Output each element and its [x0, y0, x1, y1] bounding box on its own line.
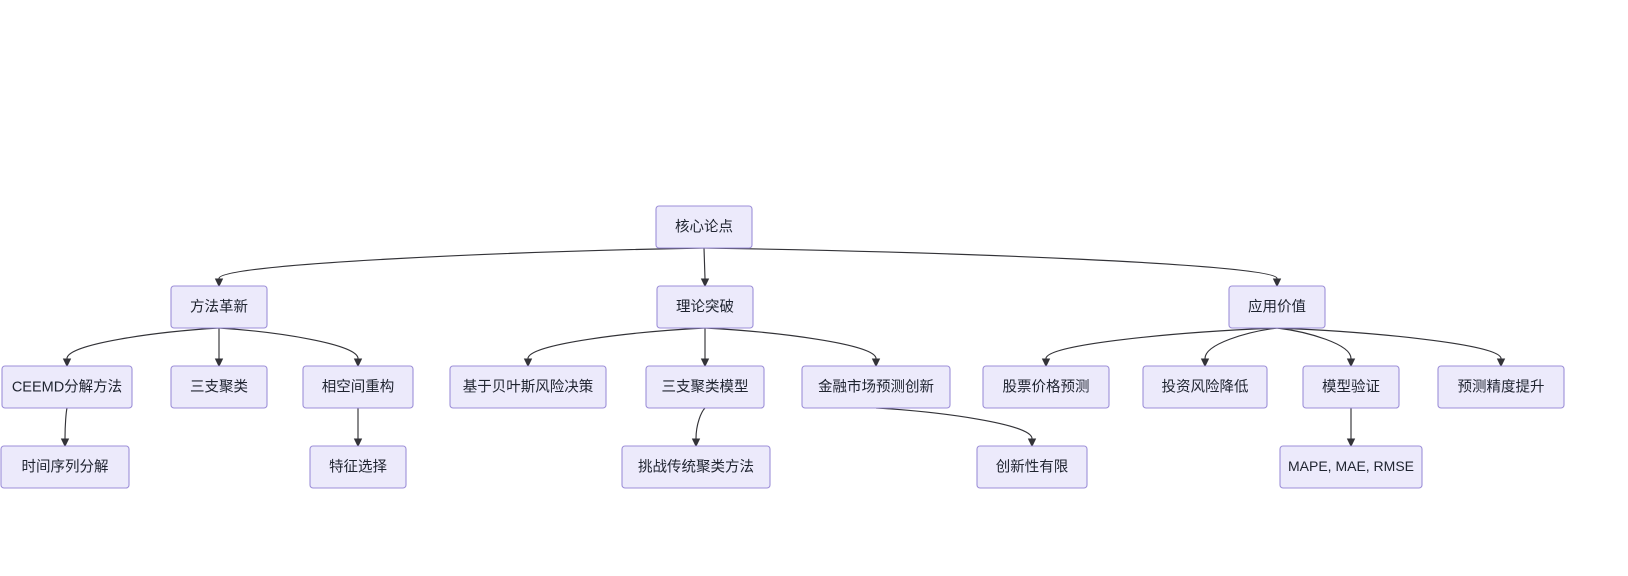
node-l2i[interactable]: 模型验证 [1302, 365, 1400, 409]
node-l2j[interactable]: 预测精度提升 [1437, 365, 1565, 409]
node-box[interactable] [309, 445, 407, 489]
edge-l1a-to-l2a [62, 327, 220, 368]
node-l2h[interactable]: 投资风险降低 [1142, 365, 1268, 409]
node-box[interactable] [0, 445, 130, 489]
node-box[interactable] [801, 365, 951, 409]
node-box[interactable] [621, 445, 771, 489]
node-box[interactable] [656, 285, 754, 329]
node-l3a[interactable]: 时间序列分解 [0, 445, 130, 489]
edge-l1c-to-l2i [1276, 327, 1356, 368]
edge-l2e-to-l3c [691, 407, 706, 448]
node-l2c[interactable]: 相空间重构 [302, 365, 414, 409]
node-box[interactable] [302, 365, 414, 409]
node-box[interactable] [1279, 445, 1423, 489]
edge-l1b-to-l2d [523, 327, 706, 368]
node-l2g[interactable]: 股票价格预测 [982, 365, 1110, 409]
edge-root-to-l1a [214, 247, 705, 288]
node-l2d[interactable]: 基于贝叶斯风险决策 [449, 365, 607, 409]
node-box[interactable] [976, 445, 1088, 489]
node-l3e[interactable]: MAPE, MAE, RMSE [1279, 445, 1423, 489]
node-l1b[interactable]: 理论突破 [656, 285, 754, 329]
node-l2b[interactable]: 三支聚类 [170, 365, 268, 409]
edge-l1c-to-l2g [1041, 327, 1278, 368]
node-layer: 核心论点方法革新 理论突破 应用价值 CEEMD分解方法三支聚类相空间重构基于贝叶斯风… [0, 205, 1565, 489]
edge-l2a-to-l3a [60, 407, 70, 448]
node-l1a[interactable]: 方法革新 [170, 285, 268, 329]
edge-l1a-to-l2c [218, 327, 363, 368]
edge-l2f-to-l3d [875, 407, 1037, 448]
node-l2e[interactable]: 三支聚类模型 [645, 365, 765, 409]
node-box[interactable] [170, 365, 268, 409]
edge-layer [60, 247, 1506, 448]
node-box[interactable] [655, 205, 753, 249]
node-l3c[interactable]: 挑战传统聚类方法 [621, 445, 771, 489]
edge-l2c-to-l3b [353, 408, 363, 448]
node-box[interactable] [645, 365, 765, 409]
node-box[interactable] [1142, 365, 1268, 409]
edge-root-to-l1c [703, 247, 1282, 288]
node-box[interactable] [1302, 365, 1400, 409]
node-box[interactable] [1228, 285, 1326, 329]
edge-l1c-to-l2h [1200, 327, 1278, 368]
node-l3b[interactable]: 特征选择 [309, 445, 407, 489]
edge-l2i-to-l3e [1346, 408, 1356, 448]
node-l3d[interactable]: 创新性有限 [976, 445, 1088, 489]
node-box[interactable] [449, 365, 607, 409]
node-l2f[interactable]: 金融市场预测创新 [801, 365, 951, 409]
edge-l1c-to-l2j [1276, 327, 1506, 368]
node-box[interactable] [1, 365, 133, 409]
edge-l1b-to-l2e [700, 328, 710, 368]
node-box[interactable] [1437, 365, 1565, 409]
node-l2a[interactable]: CEEMD分解方法 [1, 365, 133, 409]
node-box[interactable] [982, 365, 1110, 409]
edge-l1b-to-l2f [704, 327, 881, 368]
node-root[interactable]: 核心论点 [655, 205, 753, 249]
node-l1c[interactable]: 应用价值 [1228, 285, 1326, 329]
edge-root-to-l1b [700, 247, 710, 288]
edge-l1a-to-l2b [214, 328, 224, 368]
node-box[interactable] [170, 285, 268, 329]
